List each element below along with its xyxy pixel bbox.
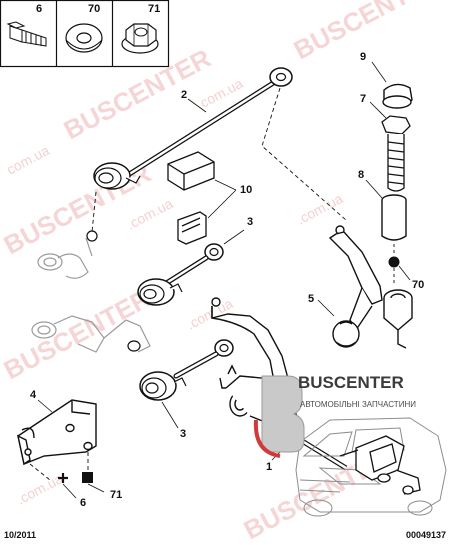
callout-part-6: 6	[80, 497, 86, 509]
logo-tagline: АВТОМОБІЛЬНІ ЗАПЧАСТИНИ	[300, 400, 416, 409]
callout-part-70: 70	[412, 279, 424, 291]
part-4-mounting-bracket	[17, 399, 97, 466]
callout-part-7: 7	[360, 93, 366, 105]
part-2-gear-link-rod	[91, 67, 293, 233]
part-5-lever-arm	[328, 225, 413, 349]
vehicle-location-thumbnail	[295, 417, 447, 517]
part-10-clip-upper	[167, 151, 215, 191]
washer-marker-dot-icon	[388, 256, 400, 268]
nut-marker-square-icon	[82, 472, 93, 483]
part-10-clip-lower	[177, 211, 207, 245]
callout-part-3: 3	[247, 216, 253, 228]
callout-part-5: 5	[308, 293, 314, 305]
callout-part-3: 3	[180, 428, 186, 440]
part-3-link-rod-lower	[139, 339, 234, 401]
callout-part-2: 2	[181, 89, 187, 101]
watermark-brand: BUSCENTER	[59, 43, 216, 146]
part-8-spacer-sleeve	[381, 194, 407, 241]
watermark-domain: .com.ua	[124, 195, 176, 233]
callout-part-1: 1	[266, 461, 272, 473]
part-9-knob-cap	[382, 83, 413, 109]
watermark-brand: BUSCENTER	[289, 0, 446, 65]
callout-part-4: 4	[30, 389, 37, 401]
diagram-reference-number: 00049137	[405, 530, 446, 540]
callout-part-10: 10	[240, 184, 252, 196]
watermark-domain: .com.ua	[14, 470, 66, 508]
ghost-linkage-upper	[37, 230, 98, 279]
bolt-marker-cross-icon	[58, 473, 68, 483]
callout-part-9: 9	[360, 51, 366, 63]
bolt-icon	[6, 21, 47, 47]
part-7-threaded-stud	[381, 115, 411, 192]
legend-box-number: 71	[148, 3, 160, 15]
ghost-linkage-middle	[31, 315, 151, 353]
legend-box-number: 70	[88, 3, 100, 15]
watermark-short: com.ua	[4, 142, 52, 178]
part-3-link-rod-upper	[137, 243, 224, 306]
washer-icon	[65, 23, 103, 53]
callout-part-71: 71	[110, 489, 122, 501]
watermark-domain: .com.ua	[294, 190, 346, 228]
flange-nut-icon	[121, 23, 159, 54]
legend-boxes: 6 70 71	[0, 0, 170, 68]
highlighted-shift-mechanism	[339, 435, 421, 495]
buscenter-logo: BUSCENTER АВТОМОБІЛЬНІ ЗАПЧАСТИНИ	[253, 373, 416, 458]
callout-part-8: 8	[358, 169, 364, 181]
legend-box-number: 6	[36, 3, 42, 15]
logo-brand-name: BUSCENTER	[298, 373, 404, 392]
revision-date: 10/2011	[4, 530, 37, 540]
watermark-brand: BUSCENTER	[0, 283, 156, 386]
